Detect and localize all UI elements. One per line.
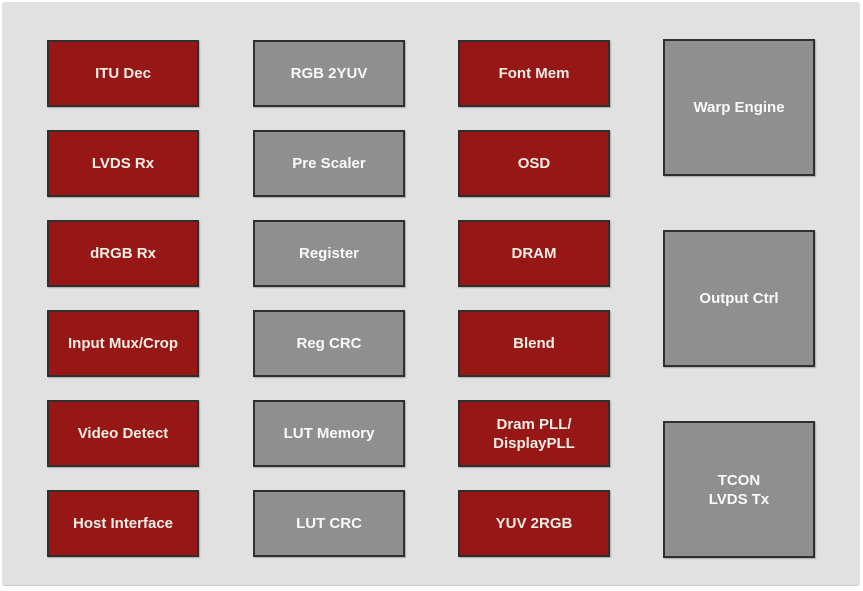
block-warp-engine: Warp Engine (663, 39, 815, 176)
block-lut-crc: LUT CRC (253, 490, 405, 557)
block-drgb-rx: dRGB Rx (47, 220, 199, 287)
block-host-interface: Host Interface (47, 490, 199, 557)
block-rgb-2yuv: RGB 2YUV (253, 40, 405, 107)
block-dram-pll-displaypll: Dram PLL/ DisplayPLL (458, 400, 610, 467)
block-register: Register (253, 220, 405, 287)
block-font-mem: Font Mem (458, 40, 610, 107)
block-video-detect: Video Detect (47, 400, 199, 467)
block-input-mux-crop: Input Mux/Crop (47, 310, 199, 377)
block-pre-scaler: Pre Scaler (253, 130, 405, 197)
block-reg-crc: Reg CRC (253, 310, 405, 377)
block-lvds-rx: LVDS Rx (47, 130, 199, 197)
block-lut-memory: LUT Memory (253, 400, 405, 467)
block-tcon-lvds-tx: TCON LVDS Tx (663, 421, 815, 558)
block-output-ctrl: Output Ctrl (663, 230, 815, 367)
block-dram: DRAM (458, 220, 610, 287)
block-osd: OSD (458, 130, 610, 197)
block-yuv-2rgb: YUV 2RGB (458, 490, 610, 557)
block-blend: Blend (458, 310, 610, 377)
block-itu-dec: ITU Dec (47, 40, 199, 107)
